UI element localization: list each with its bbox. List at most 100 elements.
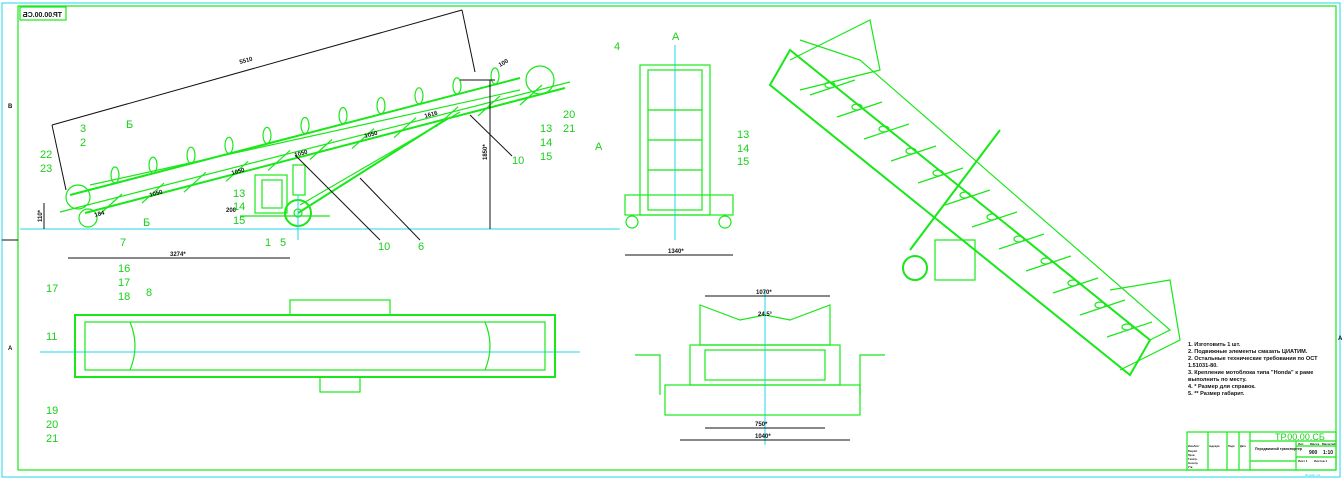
note: 3. Крепление мотоблока типа "Honda" к ра… <box>1188 370 1314 376</box>
truss-diagonal <box>351 128 375 150</box>
inner-frame <box>17 5 1337 471</box>
title-name: Передвижной транспортер <box>1255 447 1302 451</box>
callout: 10 <box>378 241 390 253</box>
handles <box>635 354 885 395</box>
role: Н.контр. <box>1188 462 1199 465</box>
plan-view: 16 17 18 8 17 11 19 20 21 <box>40 263 580 445</box>
sheets: Листов 1 <box>1314 459 1328 463</box>
idler <box>148 156 158 174</box>
callout: 15 <box>233 215 245 227</box>
mass: 900 <box>1309 450 1318 456</box>
section-view: 1070* 24.5° 750* 1040* <box>635 290 885 445</box>
note: 1.51031-80. <box>1188 363 1218 369</box>
dim-seg: 1050 <box>231 168 246 177</box>
rev-hdr: Дата <box>1240 445 1246 448</box>
note: 5. ** Размер габарит. <box>1188 391 1245 397</box>
leader <box>469 114 513 157</box>
dim-bottom: 750* <box>755 422 768 428</box>
note: выполнить по месту. <box>1188 377 1247 383</box>
callout: 19 <box>46 405 58 417</box>
callout: 14 <box>233 201 245 213</box>
motor-plan <box>289 299 391 316</box>
iso-tail <box>1109 279 1181 371</box>
mirrored-code: ТР.00.00.СБ <box>23 12 62 19</box>
idler <box>452 77 462 95</box>
belt-ends <box>129 321 491 371</box>
leader <box>294 154 381 241</box>
iso-crossbar <box>1106 321 1153 338</box>
callout: 11 <box>46 331 57 343</box>
wheel <box>625 215 639 229</box>
dim-seg: 1050 <box>294 150 309 159</box>
idler <box>414 87 424 105</box>
plan-belt <box>84 321 546 371</box>
idler <box>110 166 120 184</box>
truss-members <box>99 84 543 215</box>
section-mark-b: Б <box>126 119 133 131</box>
section-base <box>664 384 861 416</box>
base-frame <box>624 194 734 216</box>
idler <box>376 97 386 115</box>
iso-crossbar <box>917 167 964 184</box>
callout: 21 <box>46 433 58 445</box>
dim-top: 1070* <box>756 290 772 296</box>
hdr-scale: Масштаб <box>1322 442 1336 446</box>
callout: 15 <box>540 151 552 163</box>
iso-crossbar <box>1079 299 1126 316</box>
callout: 20 <box>46 419 58 431</box>
callout: 20 <box>563 109 575 121</box>
iso-motor <box>934 239 976 281</box>
note: 2. Подвижные элементы смазать ЦИАТИМ. <box>1188 349 1308 355</box>
zone-letter-a: А <box>8 346 13 352</box>
gearbox <box>292 164 306 196</box>
callout: 13 <box>737 129 749 141</box>
support-strut-2 <box>299 111 461 206</box>
top-chord <box>69 77 521 196</box>
iso-strut <box>909 129 1001 251</box>
mirrored-code-box <box>19 6 67 21</box>
dim-start: 184 <box>94 210 106 219</box>
dim-end: 100 <box>498 58 510 69</box>
iso-crossbar <box>1025 255 1072 272</box>
title-frame <box>1186 431 1337 471</box>
callout: 5 <box>280 237 286 249</box>
iso-head <box>789 19 881 91</box>
truss-diagonal <box>393 117 417 139</box>
dim-base: 3274* <box>170 252 186 258</box>
role: Утв. <box>1188 466 1193 469</box>
section-inner <box>704 349 826 381</box>
idler <box>338 106 348 125</box>
callout: 2 <box>80 137 86 149</box>
idlers <box>110 67 500 184</box>
dim-angle: 24.5° <box>758 312 773 318</box>
truss-diagonal <box>267 149 291 171</box>
truss-diagonal <box>309 139 333 160</box>
idler <box>262 126 272 144</box>
truss-diagonal <box>519 84 543 106</box>
wheel <box>718 215 732 229</box>
dim-length: 5510 <box>239 57 254 66</box>
front-view: А 1340* 4 13 14 15 <box>614 31 749 256</box>
callout: 17 <box>46 283 58 295</box>
callout: 7 <box>120 237 126 249</box>
tail-drum <box>65 184 91 210</box>
iso-conveyor <box>768 48 1152 377</box>
idler <box>490 67 500 85</box>
frame-rail <box>59 81 571 213</box>
hdr-lit: Лит. <box>1298 442 1304 446</box>
hdr-mass: Масса <box>1310 442 1320 446</box>
sheet: Лист 1 <box>1298 459 1308 463</box>
iso-crossbar <box>836 101 883 118</box>
iso-wheel <box>902 255 928 281</box>
callout: 13 <box>540 123 552 135</box>
dim-length-line <box>51 9 463 126</box>
callout: 3 <box>80 123 86 135</box>
note: 1. Изготовить 1 шт. <box>1188 342 1241 348</box>
iso-crossbar <box>944 189 991 206</box>
scale: 1:10 <box>1323 450 1333 456</box>
dim-width: 1040* <box>755 434 771 440</box>
head-drum <box>525 65 555 95</box>
callout: 23 <box>40 163 52 175</box>
